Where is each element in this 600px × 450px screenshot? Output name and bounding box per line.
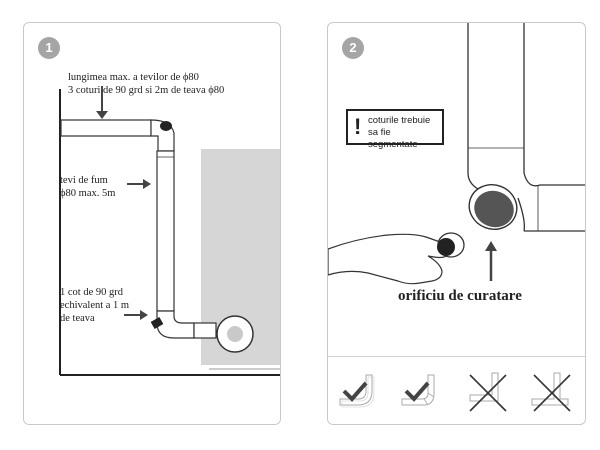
checkmark-icon xyxy=(404,381,430,402)
elbow-outline xyxy=(523,172,585,187)
checkmark-icon xyxy=(342,381,368,402)
step-2-badge: 2 xyxy=(342,37,364,59)
cleanout-cap xyxy=(437,238,455,256)
cleanout-opening xyxy=(474,190,514,228)
incorrect-variant-2 xyxy=(531,372,571,412)
incorrect-variant-1 xyxy=(469,372,507,412)
separator-line xyxy=(328,356,585,357)
bottom-elbow xyxy=(156,310,195,339)
flue-pipe-diagram xyxy=(59,86,280,376)
arrow-cleanout xyxy=(485,241,497,281)
arrow-elbow xyxy=(124,310,148,320)
step-2-panel: 2 ! coturile trebuie sa fie segmentate o… xyxy=(327,22,586,425)
exclamation-icon: ! xyxy=(354,114,362,139)
elbow-label: 1 cot de 90 grd echivalent a 1 m de teav… xyxy=(60,287,130,324)
top-cleanout-cap xyxy=(160,121,172,131)
hand xyxy=(328,233,452,285)
cleanout-diagram xyxy=(328,23,585,285)
cleanout-label: orificiu de curatare xyxy=(398,288,522,304)
bottom-cleanout-cap xyxy=(150,317,164,329)
warning-box: ! coturile trebuie sa fie segmentate xyxy=(346,109,444,150)
step-1-panel: 1 xyxy=(23,22,281,425)
warning-text: coturile trebuie sa fie segmentate xyxy=(368,115,431,150)
horizontal-pipe-top xyxy=(60,119,152,137)
correct-variant-2 xyxy=(401,374,435,406)
step-1-badge: 1 xyxy=(38,37,60,59)
arrow-flue-pipes xyxy=(127,179,151,189)
arrow-max-length xyxy=(96,86,108,119)
flue-pipes-label: tevi de fum ϕ80 max. 5m xyxy=(60,175,116,199)
fan-hub xyxy=(227,326,243,342)
correct-variant-1 xyxy=(339,374,375,408)
vertical-pipe xyxy=(156,150,175,312)
max-length-label: lungimea max. a tevilor de ϕ80 3 coturi … xyxy=(68,72,225,96)
stove-connector-pipe xyxy=(193,322,217,339)
